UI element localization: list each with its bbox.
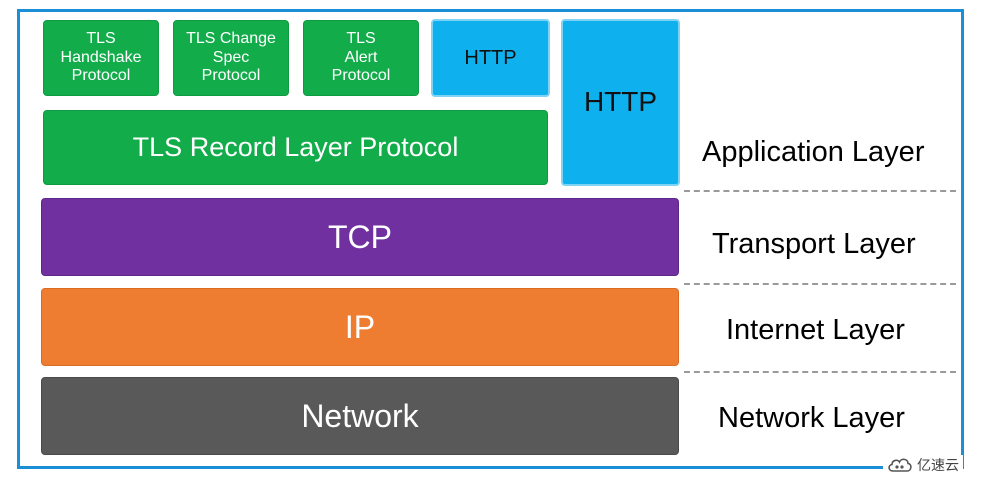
tls-handshake-box: TLS Handshake Protocol <box>43 20 159 96</box>
tls-record-layer-box: TLS Record Layer Protocol <box>43 110 548 185</box>
tls-alert-box: TLS Alert Protocol <box>303 20 419 96</box>
separator-transport-internet <box>684 283 956 285</box>
cloud-logo-icon <box>887 457 913 473</box>
watermark-text: 亿速云 <box>917 457 959 473</box>
internet-layer-label: Internet Layer <box>726 314 905 346</box>
ip-box: IP <box>41 288 679 366</box>
tls-change-spec-box: TLS Change Spec Protocol <box>173 20 289 96</box>
separator-internet-network <box>684 371 956 373</box>
tcp-box: TCP <box>41 198 679 276</box>
watermark: 亿速云 <box>883 455 963 475</box>
network-layer-label: Network Layer <box>718 402 905 434</box>
separator-application-transport <box>684 190 956 192</box>
http-small-box: HTTP <box>431 19 550 97</box>
network-box: Network <box>41 377 679 455</box>
http-tall-box: HTTP <box>561 19 680 186</box>
application-layer-label: Application Layer <box>702 136 925 168</box>
transport-layer-label: Transport Layer <box>712 228 916 260</box>
